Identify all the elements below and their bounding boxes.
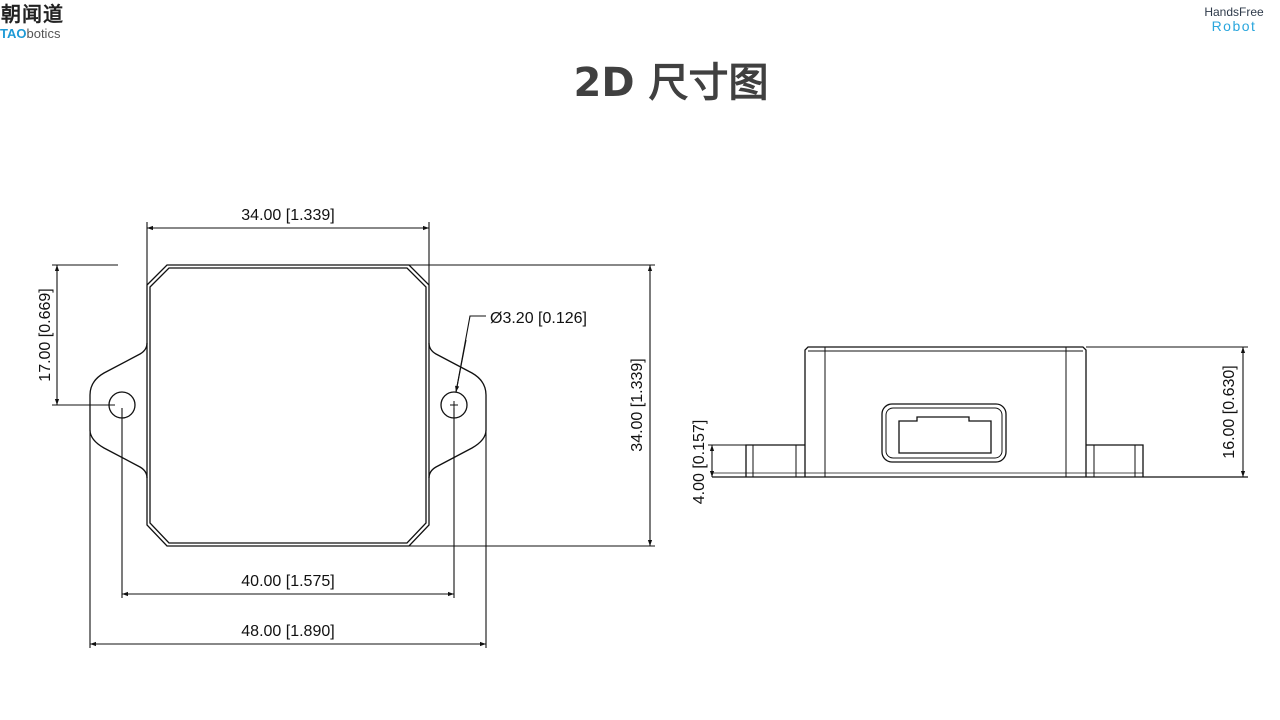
side-view	[712, 346, 1248, 478]
side-body-outline	[804, 346, 1087, 477]
top-view	[89, 264, 487, 547]
right-hole-center-mark	[450, 401, 458, 409]
dim-hole-offset: 17.00 [0.669]	[37, 288, 54, 381]
right-side-flange	[1086, 444, 1144, 477]
dim-hole-diameter: Ø3.20 [0.126]	[490, 310, 587, 327]
dim-flange-height: 4.00 [0.157]	[691, 420, 708, 505]
right-flange	[428, 342, 487, 479]
handsfree-robot-logo: HandsFree Robot	[1194, 5, 1274, 34]
logo-chinese-text: 朝闻道	[1, 2, 64, 26]
logo-brand-text: TAObotics	[0, 26, 61, 41]
dim-hole-spacing: 40.00 [1.575]	[241, 573, 334, 590]
page-title: 2D 尺寸图	[573, 60, 769, 106]
side-view-dimensions	[708, 346, 1248, 477]
top-view-dimensions	[52, 222, 655, 648]
dim-body-width: 34.00 [1.339]	[241, 207, 334, 224]
dim-total-width: 48.00 [1.890]	[241, 623, 334, 640]
taobotics-logo: 朝闻道 TAObotics	[0, 0, 80, 44]
dim-total-height: 16.00 [0.630]	[1221, 365, 1238, 458]
dim-body-height: 34.00 [1.339]	[629, 358, 646, 451]
body-outline-inner	[149, 267, 427, 544]
connector-port-inner	[898, 416, 992, 454]
body-outline-outer	[146, 264, 430, 547]
left-flange	[89, 342, 148, 479]
logo-line-2: Robot	[1211, 18, 1257, 34]
logo-line-1: HandsFree	[1204, 5, 1264, 19]
connector-port-outer	[881, 403, 1007, 463]
